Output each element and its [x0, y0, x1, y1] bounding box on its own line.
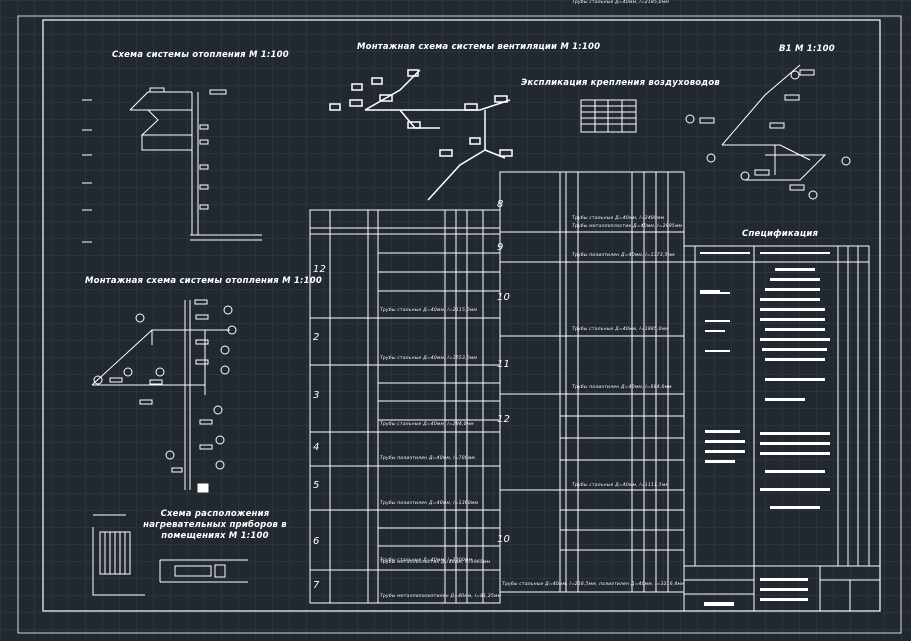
- v1-drawing: [685, 64, 851, 200]
- specification-row-fills: [700, 252, 830, 606]
- table-row-number: 6: [313, 536, 320, 547]
- table-row-number: 2: [313, 332, 320, 343]
- duct-fastening-table: [580, 99, 637, 133]
- table-row-note: Трубы металлопластик Д=40мм, l=2895мм: [572, 224, 683, 229]
- right-table-footer: Трубы стальные Д=40мм, l=216,5мм, полиэт…: [502, 582, 685, 587]
- table-row-note: Трубы полиэтилен Д=40мм, l=700мм: [380, 456, 476, 461]
- table-row-number: 11: [497, 359, 511, 370]
- table-row-note: Трубы металлопластик Д=40мм, l=1965мм: [380, 560, 491, 565]
- left-detail-table: [309, 209, 501, 604]
- table-row-note: Трубы стальные Д=40мм, l=1300мм: [380, 558, 473, 563]
- table-row-note: Трубы полиэтилен Д=40мм, l=1360мм: [380, 501, 479, 506]
- table-row-number: 12: [497, 414, 511, 425]
- table-row-note: Трубы металлополиэтилен Д=40мм, l=81,25м…: [380, 594, 502, 599]
- table-row-note: Трубы стальные Д=40мм, l=1885,0мм: [572, 327, 669, 332]
- right-detail-table: [499, 171, 685, 593]
- table-row-number: 9: [497, 242, 504, 253]
- table-row-note: Трубы стальные Д=40мм, l=1553,0мм: [380, 356, 477, 361]
- outer-frame: [17, 15, 902, 634]
- table-row-note: Трубы стальные Д=40мм, l=1111,5мм: [572, 483, 669, 488]
- title-block: [683, 565, 881, 612]
- table-row-number: 10: [497, 292, 511, 303]
- table-row-note: Трубы стальные Д=40мм, l=284,0мм: [380, 422, 474, 427]
- table-row-note: Трубы полиэтилен Д=40мм, l=684,0мм: [572, 385, 672, 390]
- table-row-number: 4: [313, 442, 320, 453]
- heating-scheme-drawing: [82, 87, 262, 243]
- v1-title: В1 М 1:100: [779, 44, 835, 54]
- duct-fastening-title: Экспликация крепления воздуховодов: [521, 78, 720, 88]
- ventilation-mount-title: Монтажная схема системы вентиляции М 1:1…: [357, 42, 601, 52]
- table-row-number: 12: [313, 264, 327, 275]
- table-row-note: Трубы полиэтилен Д=40мм, l=1373,5мм: [572, 253, 675, 258]
- table-row-number: 3: [313, 390, 320, 401]
- inner-frame: [42, 19, 881, 612]
- table-row-note: Трубы стальные Д=40мм, l=2185,0мм: [572, 0, 669, 5]
- ventilation-mount-drawing: [329, 69, 513, 201]
- heaters-layout-title: Схема расположения нагревательных прибор…: [143, 509, 287, 541]
- table-row-note: Трубы стальные Д=40мм, l=2480мм: [572, 216, 665, 221]
- heating-mount-drawing: [91, 299, 237, 493]
- table-row-number: 10: [497, 534, 511, 545]
- table-row-note: Трубы стальные Д=40мм, l=2115,0мм: [380, 308, 477, 313]
- heaters-layout-drawing: [92, 514, 248, 596]
- table-row-number: 7: [313, 580, 320, 591]
- heating-mount-title: Монтажная схема системы отопления М 1:10…: [85, 276, 322, 286]
- heating-scheme-title: Схема системы отопления М 1:100: [112, 50, 289, 60]
- table-row-number: 8: [497, 199, 504, 210]
- table-row-number: 5: [313, 480, 320, 491]
- specification-title: Спецификация: [742, 229, 819, 239]
